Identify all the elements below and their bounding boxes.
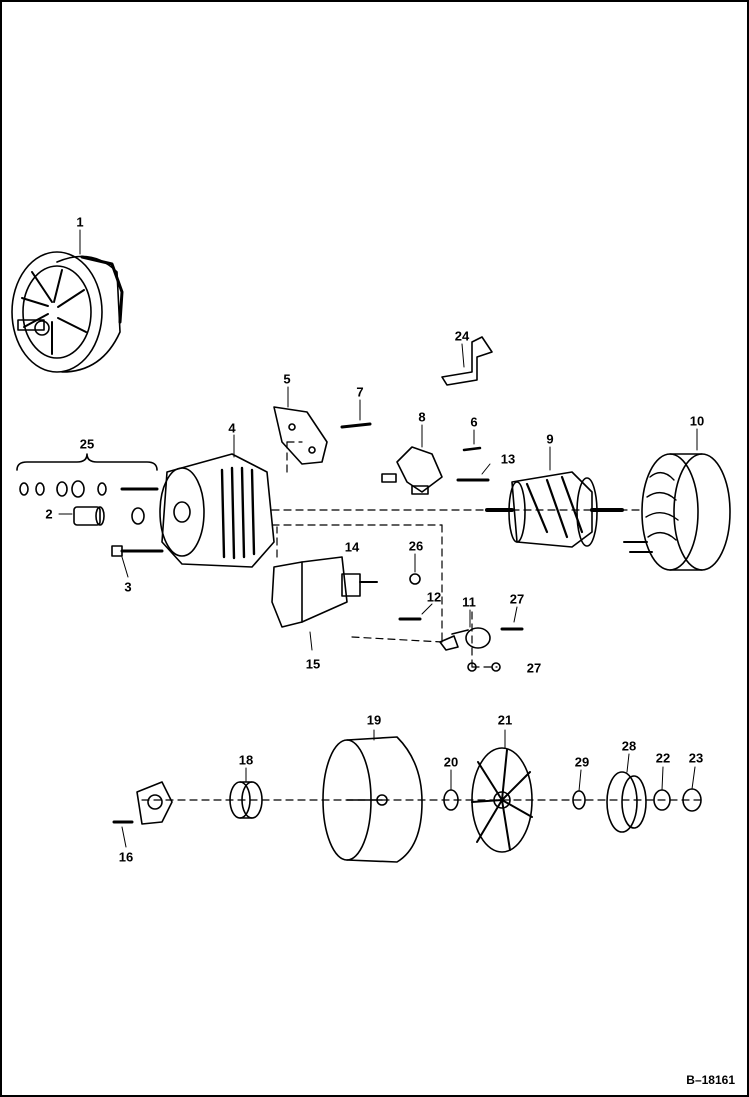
callout-14: 14	[344, 539, 360, 555]
screw-6	[462, 446, 482, 452]
bracket-24	[441, 336, 493, 386]
callout-5: 5	[283, 371, 291, 387]
callout-2: 2	[45, 506, 53, 522]
callout-28: 28	[621, 738, 637, 754]
callout-16: 16	[118, 849, 134, 865]
drive-end-frame-19	[322, 736, 423, 863]
callout-19: 19	[366, 712, 382, 728]
stator-10	[623, 453, 731, 571]
callout-1: 1	[76, 214, 84, 230]
pulley-28	[606, 771, 647, 833]
spacer-2	[73, 506, 145, 526]
nut-26	[409, 573, 421, 585]
brush-holder-8	[381, 446, 443, 495]
callout-26: 26	[408, 538, 424, 554]
callout-20: 20	[443, 754, 459, 770]
rotor-9	[485, 471, 624, 548]
rectifier-15	[271, 556, 348, 628]
callout-3: 3	[124, 579, 132, 595]
retainer-plate	[136, 781, 173, 825]
callout-9: 9	[546, 431, 554, 447]
callout-25: 25	[79, 436, 95, 452]
callout-27b: 27	[526, 660, 542, 676]
bracket-25	[16, 453, 158, 471]
callout-4: 4	[228, 420, 236, 436]
callout-13: 13	[500, 451, 516, 467]
callout-29: 29	[574, 754, 590, 770]
callout-23: 23	[688, 750, 704, 766]
alternator-assembly	[11, 251, 124, 373]
callout-27a: 27	[509, 591, 525, 607]
callout-12: 12	[426, 589, 442, 605]
leader-lines	[58, 229, 698, 848]
assembly-axis-lines	[141, 441, 703, 801]
nut-27b-b	[491, 662, 501, 672]
callout-15: 15	[305, 656, 321, 672]
end-frame-4	[159, 453, 275, 568]
capacitor-11	[439, 627, 491, 651]
nut-27b-a	[467, 662, 477, 672]
callout-18: 18	[238, 752, 254, 768]
callout-11: 11	[462, 594, 476, 610]
regulator-5	[273, 406, 328, 465]
callout-22: 22	[655, 750, 671, 766]
screw-7	[340, 422, 372, 429]
fan-21	[471, 747, 533, 853]
diode-trio-14	[341, 573, 378, 597]
hardware-stack-25	[19, 480, 159, 498]
callout-10: 10	[689, 413, 705, 429]
callout-7: 7	[356, 384, 364, 400]
figure-id: B–18161	[686, 1073, 735, 1087]
bolt-3	[111, 545, 164, 557]
callout-21: 21	[497, 712, 513, 728]
callout-24: 24	[454, 328, 470, 344]
callout-8: 8	[418, 409, 426, 425]
callout-6: 6	[470, 414, 478, 430]
